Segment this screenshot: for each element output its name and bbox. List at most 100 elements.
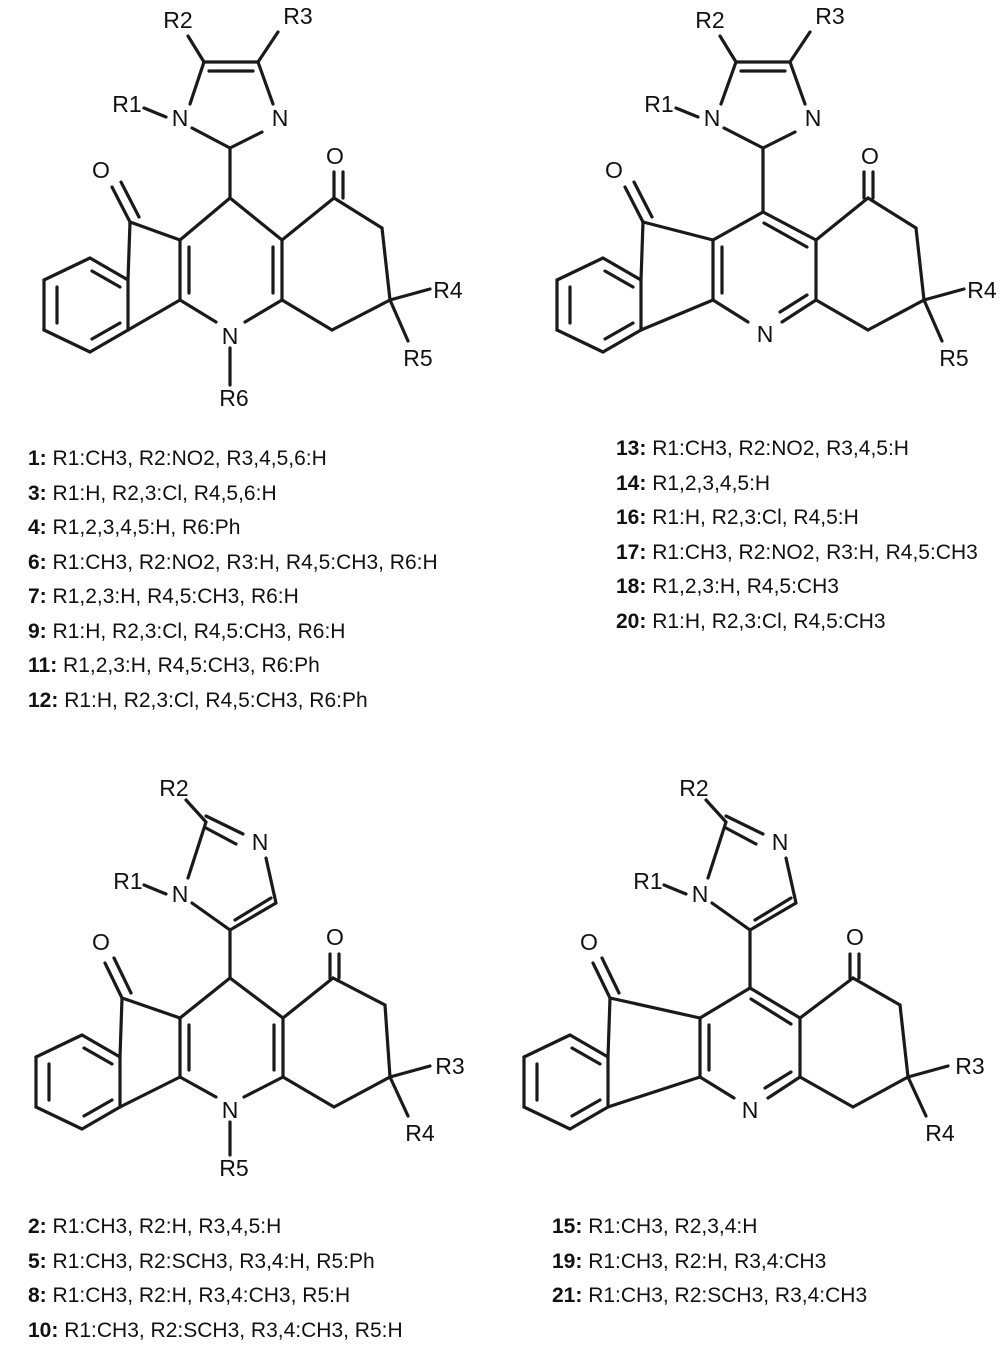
substituent-text: R1:CH3, R2:NO2, R3,4,5:H	[652, 437, 909, 460]
substituent-text: R1,2,3,4,5:H, R6:Ph	[52, 516, 241, 539]
r4-label: R4	[967, 277, 997, 303]
structure-d: R2 N R1 N O O N R3 R4	[522, 775, 985, 1146]
compound-entry: 10: R1:CH3, R2:SCH3, R3,4:CH3, R5:H	[28, 1314, 403, 1349]
compound-number: 1:	[28, 447, 47, 470]
compound-number: 9:	[28, 619, 47, 643]
compound-entry: 9: R1:H, R2,3:Cl, R4,5:CH3, R6:H	[28, 615, 438, 650]
substituent-text: R1,2,3:H, R4,5:CH3, R6:Ph	[63, 654, 320, 677]
compound-entry: 15: R1:CH3, R2,3,4:H	[552, 1210, 867, 1245]
compound-entry: 7: R1,2,3:H, R4,5:CH3, R6:H	[28, 580, 438, 615]
compound-number: 18:	[616, 575, 647, 598]
r2-label: R2	[163, 7, 192, 33]
legend-a: 1: R1:CH3, R2:NO2, R3,4,5,6:H 3: R1:H, R…	[28, 442, 438, 718]
substituent-text: R1:CH3, R2:SCH3, R3,4:H, R5:Ph	[52, 1249, 375, 1273]
substituent-text: R1:CH3, R2:SCH3, R3,4:CH3	[588, 1284, 868, 1307]
oxygen-label: O	[326, 924, 344, 950]
compound-number: 13:	[616, 437, 647, 460]
r1-label: R1	[633, 868, 662, 894]
compound-number: 2:	[28, 1215, 47, 1238]
oxygen-label: O	[92, 929, 110, 955]
oxygen-label: O	[92, 157, 110, 183]
r5-label: R5	[939, 345, 968, 371]
structure-c: R2 N R1 N O O N R3 R4 R5	[34, 775, 465, 1181]
substituent-text: R1:CH3, R2:H, R3,4,5:H	[52, 1215, 282, 1238]
r5-label: R5	[219, 1155, 248, 1181]
substituent-text: R1:CH3, R2:H, R3,4:CH3	[588, 1249, 827, 1273]
compound-number: 19:	[552, 1249, 583, 1273]
r2-label: R2	[159, 775, 188, 801]
r2-label: R2	[679, 775, 708, 801]
oxygen-label: O	[861, 143, 879, 169]
substituent-text: R1:H, R2,3:Cl, R4,5:H	[652, 506, 859, 529]
compound-number: 3:	[28, 481, 47, 505]
r3-label: R3	[955, 1053, 984, 1079]
r1-label: R1	[644, 91, 673, 117]
substituent-text: R1:CH3, R2:NO2, R3:H, R4,5:CH3, R6:H	[52, 550, 438, 574]
r4-label: R4	[433, 277, 463, 303]
compound-number: 17:	[616, 540, 647, 564]
r5-label: R5	[403, 345, 432, 371]
compound-entry: 19: R1:CH3, R2:H, R3,4:CH3	[552, 1245, 867, 1280]
oxygen-label: O	[846, 924, 864, 950]
nitrogen-label: N	[252, 829, 269, 855]
nitrogen-label: N	[704, 105, 721, 131]
compound-entry: 17: R1:CH3, R2:NO2, R3:H, R4,5:CH3	[616, 536, 978, 571]
compound-entry: 4: R1,2,3,4,5:H, R6:Ph	[28, 511, 438, 546]
structure-c-bonds	[34, 798, 432, 1157]
compound-number: 15:	[552, 1215, 583, 1238]
compound-number: 12:	[28, 688, 59, 712]
structure-b: R2 R3 R1 N N O O N R4 R5	[555, 3, 997, 371]
compound-number: 21:	[552, 1284, 583, 1307]
oxygen-label: O	[326, 143, 344, 169]
r6-label: R6	[219, 385, 248, 411]
compound-number: 8:	[28, 1284, 47, 1307]
structure-a-bonds	[42, 30, 432, 387]
substituent-text: R1:H, R2,3:Cl, R4,5:CH3, R6:H	[52, 619, 346, 643]
substituent-text: R1:CH3, R2:NO2, R3,4,5,6:H	[52, 447, 327, 470]
oxygen-label: O	[580, 929, 598, 955]
compound-entry: 20: R1:H, R2,3:Cl, R4,5:CH3	[616, 605, 978, 640]
legend-c: 2: R1:CH3, R2:H, R3,4,5:H 5: R1:CH3, R2:…	[28, 1210, 403, 1348]
substituent-text: R1:CH3, R2:H, R3,4:CH3, R5:H	[52, 1284, 351, 1307]
substituent-text: R1:H, R2,3:Cl, R4,5,6:H	[52, 481, 277, 505]
compound-number: 6:	[28, 550, 47, 574]
substituent-text: R1:CH3, R2:SCH3, R3,4:CH3, R5:H	[64, 1318, 403, 1342]
nitrogen-label: N	[272, 105, 289, 131]
compound-entry: 13: R1:CH3, R2:NO2, R3,4,5:H	[616, 432, 978, 467]
compound-entry: 14: R1,2,3,4,5:H	[616, 467, 978, 502]
compound-entry: 3: R1:H, R2,3:Cl, R4,5,6:H	[28, 477, 438, 512]
r4-label: R4	[925, 1120, 955, 1146]
compound-number: 11:	[28, 654, 58, 677]
r4-label: R4	[405, 1120, 435, 1146]
r3-label: R3	[283, 3, 312, 29]
compound-number: 4:	[28, 516, 47, 539]
nitrogen-label: N	[692, 881, 709, 907]
compound-entry: 11: R1,2,3:H, R4,5:CH3, R6:Ph	[28, 649, 438, 684]
structure-a: R2 R3 R1 N N O O N R4 R5 R6	[42, 3, 463, 411]
nitrogen-label: N	[172, 881, 189, 907]
r1-label: R1	[113, 868, 142, 894]
nitrogen-label: N	[742, 1097, 759, 1123]
nitrogen-label: N	[805, 105, 822, 131]
compound-number: 5:	[28, 1249, 47, 1273]
nitrogen-label: N	[222, 1097, 239, 1123]
compound-number: 20:	[616, 609, 647, 633]
compound-entry: 6: R1:CH3, R2:NO2, R3:H, R4,5:CH3, R6:H	[28, 546, 438, 581]
structure-a-labels: R2 R3 R1 N N O O N R4 R5 R6	[92, 3, 463, 411]
compound-number: 16:	[616, 506, 647, 529]
compound-number: 7:	[28, 585, 47, 608]
compound-number: 10:	[28, 1318, 59, 1342]
r3-label: R3	[815, 3, 844, 29]
compound-entry: 16: R1:H, R2,3:Cl, R4,5:H	[616, 501, 978, 536]
substituent-text: R1:H, R2,3:Cl, R4,5:CH3, R6:Ph	[64, 688, 368, 712]
substituent-text: R1:CH3, R2:NO2, R3:H, R4,5:CH3	[652, 540, 978, 564]
substituent-text: R1,2,3:H, R4,5:CH3	[652, 575, 839, 598]
compound-entry: 18: R1,2,3:H, R4,5:CH3	[616, 570, 978, 605]
substituent-text: R1,2,3:H, R4,5:CH3, R6:H	[52, 585, 299, 608]
compound-entry: 2: R1:CH3, R2:H, R3,4,5:H	[28, 1210, 403, 1245]
nitrogen-label: N	[222, 323, 239, 349]
nitrogen-label: N	[772, 829, 789, 855]
compound-entry: 8: R1:CH3, R2:H, R3,4:CH3, R5:H	[28, 1279, 403, 1314]
oxygen-label: O	[605, 157, 623, 183]
compound-entry: 12: R1:H, R2,3:Cl, R4,5:CH3, R6:Ph	[28, 684, 438, 719]
